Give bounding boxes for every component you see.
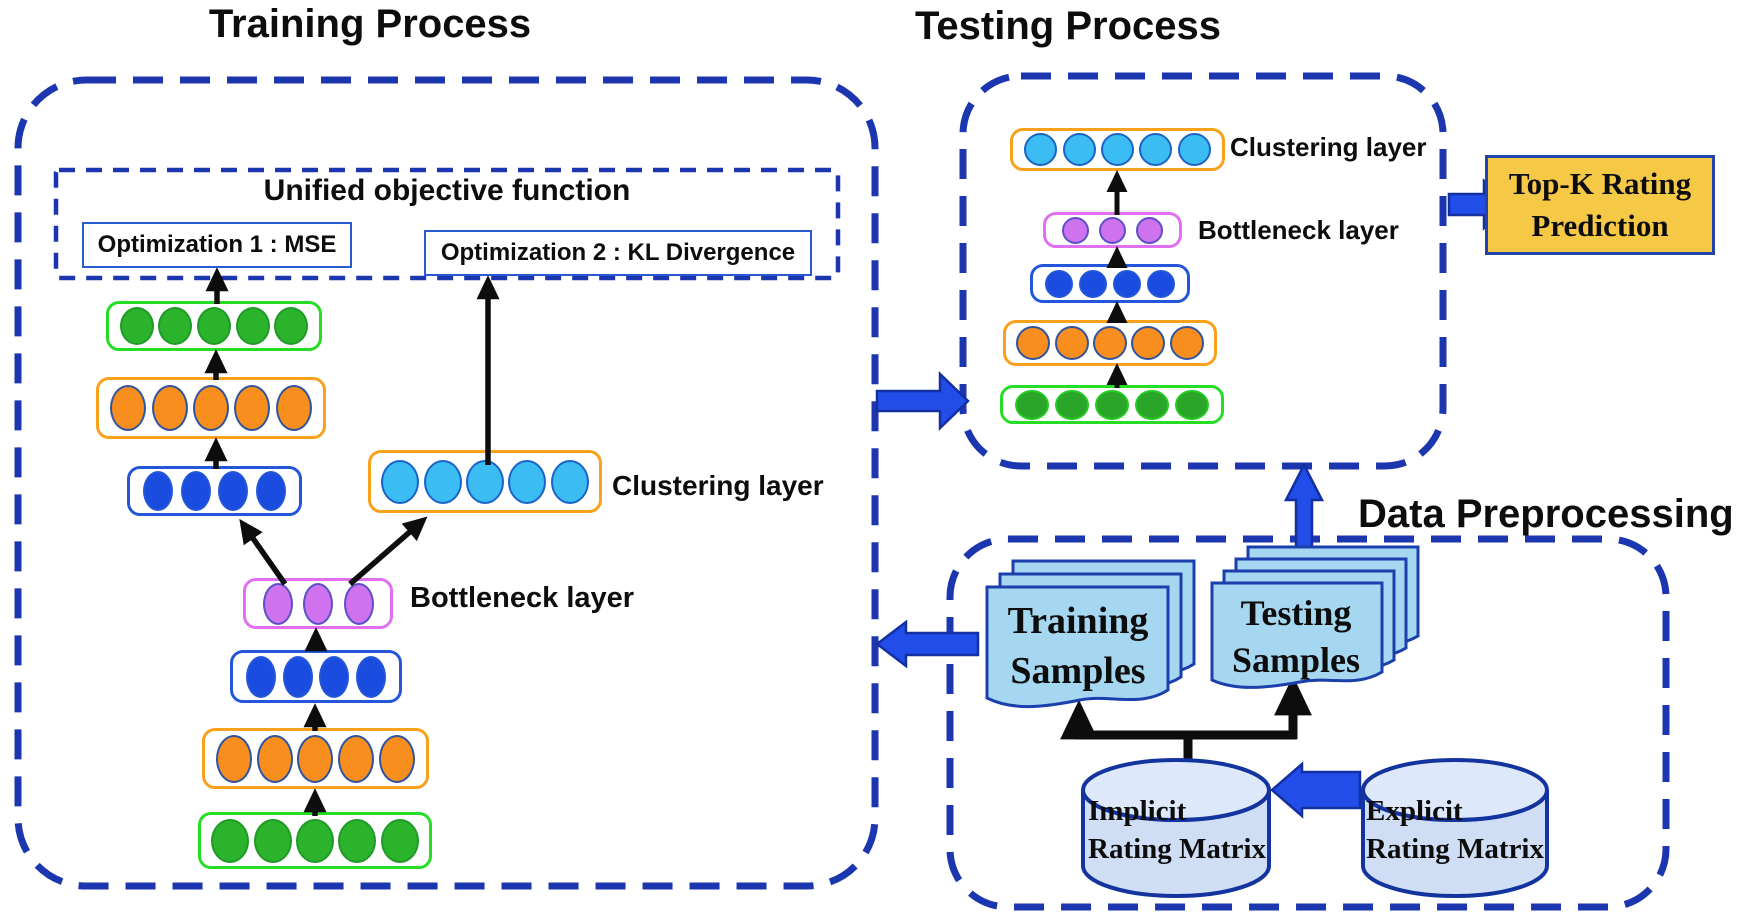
testing-samples-label: Testing Samples: [1231, 593, 1361, 680]
neuron-node: [275, 385, 312, 431]
neuron-node: [1136, 216, 1163, 244]
neuron-node: [253, 818, 292, 863]
training-input-green-layer: [198, 812, 432, 869]
neuron-node: [1135, 389, 1169, 420]
testing-clustering-layer-label: Clustering layer: [1230, 132, 1427, 162]
neuron-node: [151, 385, 188, 431]
neuron-node: [1147, 269, 1175, 298]
neuron-node: [1015, 389, 1049, 420]
neuron-node: [1054, 326, 1089, 360]
training-samples-label: Training Samples: [1007, 600, 1149, 692]
optimization2-label: Optimization 2 : KL Divergence: [440, 239, 796, 266]
testing-process-title: Testing Process: [914, 4, 1222, 48]
neuron-node: [295, 818, 334, 863]
neuron-node: [245, 655, 276, 698]
neuron-node: [235, 307, 270, 345]
optimization1-mse-box: Optimization 1 : MSE: [82, 222, 352, 268]
testing-encoder-blue-layer: [1030, 264, 1190, 303]
data-preprocessing-title: Data Preprocessing: [1358, 492, 1734, 536]
training-clustering-layer-label: Clustering layer: [612, 470, 824, 501]
neuron-node: [143, 471, 174, 511]
neuron-node: [211, 818, 250, 863]
neuron-node: [1095, 389, 1129, 420]
neuron-node: [1062, 216, 1089, 244]
neuron-node: [1016, 326, 1051, 360]
unified-objective-title: Unified objective function: [263, 174, 631, 207]
neuron-node: [119, 307, 154, 345]
testing-input-green-layer: [1000, 385, 1224, 424]
training-clustering-layer: [368, 450, 602, 513]
neuron-node: [1175, 389, 1209, 420]
neuron-node: [180, 471, 211, 511]
neuron-node: [1099, 216, 1126, 244]
neuron-node: [1079, 269, 1107, 298]
neuron-node: [319, 655, 350, 698]
optimization2-kl-box: Optimization 2 : KL Divergence: [424, 230, 812, 276]
explicit-rating-matrix-label: Explicit Rating Matrix: [1366, 795, 1544, 865]
neuron-node: [508, 459, 547, 504]
neuron-node: [262, 582, 293, 625]
neuron-node: [297, 734, 334, 783]
neuron-node: [1113, 269, 1141, 298]
neuron-node: [1139, 133, 1173, 166]
neuron-node: [1100, 133, 1134, 166]
neuron-node: [1055, 389, 1089, 420]
neuron-node: [192, 385, 229, 431]
training-decoder-orange-layer: [96, 377, 326, 439]
training-decoder-blue-layer: [127, 466, 302, 516]
neuron-node: [282, 655, 313, 698]
training-bottleneck-layer-label: Bottleneck layer: [410, 582, 635, 614]
neuron-node: [379, 734, 416, 783]
neuron-node: [1062, 133, 1096, 166]
neuron-node: [380, 818, 419, 863]
neuron-node: [215, 734, 252, 783]
neuron-node: [465, 459, 504, 504]
neuron-node: [423, 459, 462, 504]
neuron-node: [274, 307, 309, 345]
optimization1-label: Optimization 1 : MSE: [97, 231, 337, 258]
testing-clustering-layer: [1010, 128, 1225, 171]
training-bottleneck-layer: [243, 578, 393, 629]
topk-rating-prediction-box: Top-K Rating Prediction: [1485, 155, 1715, 255]
neuron-node: [338, 818, 377, 863]
flow-arrow-explicit-to-implicit-icon: [1270, 761, 1362, 819]
testing-bottleneck-layer: [1043, 212, 1182, 248]
neuron-node: [110, 385, 147, 431]
neuron-node: [1177, 133, 1211, 166]
neuron-node: [550, 459, 589, 504]
neuron-node: [196, 307, 231, 345]
training-encoder-blue-layer: [230, 650, 402, 703]
neuron-node: [158, 307, 193, 345]
neuron-node: [1092, 326, 1127, 360]
testing-bottleneck-layer-label: Bottleneck layer: [1198, 215, 1399, 245]
implicit-rating-matrix-label: Implicit Rating Matrix: [1088, 795, 1266, 865]
neuron-node: [356, 655, 387, 698]
topk-rating-prediction-label: Top-K Rating Prediction: [1508, 166, 1692, 243]
neuron-node: [218, 471, 249, 511]
neuron-node: [338, 734, 375, 783]
flow-arrow-train-to-test-icon: [875, 371, 970, 431]
neuron-node: [256, 734, 293, 783]
neuron-node: [381, 459, 420, 504]
flow-arrow-preproc-to-test-icon: [1283, 462, 1325, 558]
flow-arrow-preproc-to-train-icon: [874, 619, 980, 669]
neuron-node: [303, 582, 333, 625]
neuron-node: [234, 385, 271, 431]
neuron-node: [1045, 269, 1073, 298]
training-encoder-orange-layer: [202, 728, 429, 789]
neuron-node: [343, 582, 374, 625]
training-process-title: Training Process: [208, 2, 532, 46]
matrix-to-samples-connector: [1060, 675, 1312, 778]
neuron-node: [1024, 133, 1058, 166]
testing-encoder-orange-layer: [1003, 320, 1217, 366]
neuron-node: [255, 471, 286, 511]
neuron-node: [1131, 326, 1166, 360]
neuron-node: [1169, 326, 1204, 360]
training-output-green-layer: [106, 301, 322, 351]
